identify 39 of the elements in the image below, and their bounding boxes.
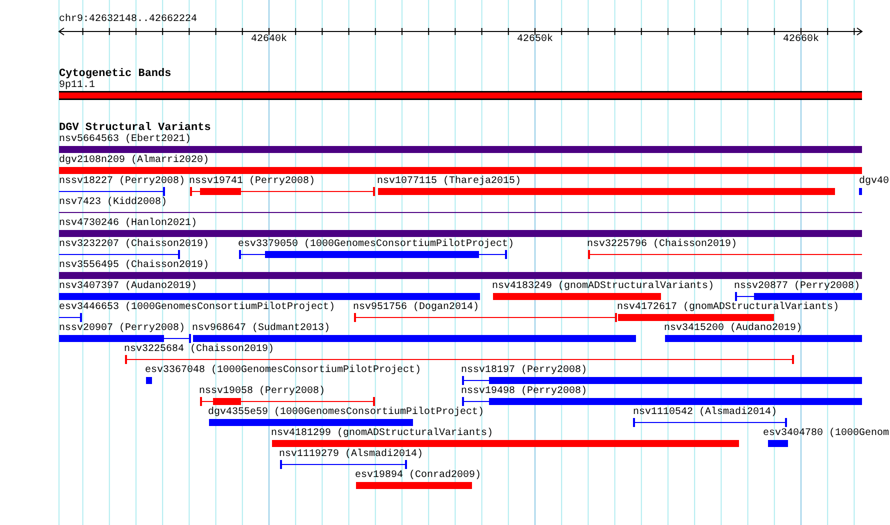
variant-label: nssv19498 (Perry2008) <box>461 386 588 397</box>
variant-label: nssv18227 (Perry2008) <box>59 176 186 187</box>
track-title: DGV Structural Variants <box>59 122 211 134</box>
variant-label: nsv1110542 (Alsmadi2014) <box>633 407 778 418</box>
variant-label: nsv968647 (Sudmant2013) <box>192 323 332 334</box>
variant-label: nsv3407397 (Audano2019) <box>59 281 198 292</box>
variant-label: 9p11.1 <box>59 80 96 91</box>
variant-label: dgv2108n209 (Almarri2020) <box>59 155 210 166</box>
variant-label: nsv3225796 (Chaisson2019) <box>587 239 738 250</box>
variant-label: nsv4181299 (gnomADStructuralVariants) <box>271 428 494 439</box>
variant-label: nsv3415200 (Audano2019) <box>664 323 804 334</box>
variant-label: nsv3556495 (Chaisson2019) <box>59 260 210 271</box>
variant-label: nssv19058 (Perry2008) <box>199 386 326 397</box>
variant-label: esv3367048 (1000GenomesConsortiumPilotProject) <box>145 365 422 376</box>
tick-label: 42650k <box>517 34 554 46</box>
variant-label: nsv4183249 (gnomADStructuralVariants) <box>492 281 714 292</box>
variant-label: esv3446653 (1000GenomesConsortiumPilotProject) <box>59 302 336 313</box>
variant-label: nsv951756 (Dogan2014) <box>353 302 480 313</box>
variant-label: nssv18197 (Perry2008) <box>461 365 588 376</box>
variant-label: dgv4355e59 (1000GenomesConsortiumPilotProject) <box>208 407 484 418</box>
variant-label: nsv4730246 (Hanlon2021) <box>59 218 198 229</box>
variant-label: nssv19741 (Perry2008) <box>189 176 316 187</box>
variant-label: nsv1119279 (Alsmadi2014) <box>279 449 424 460</box>
variant-label: dgv40 <box>859 176 890 187</box>
tick-label: 42660k <box>783 34 820 46</box>
variant-label: nsv1077115 (Thareja2015) <box>377 176 522 187</box>
variant-label: esv3404780 (1000Genom <box>763 428 890 439</box>
variant-label: nssv20907 (Perry2008) <box>59 323 186 334</box>
variant-label: nsv3232207 (Chaisson2019) <box>59 239 210 250</box>
variant-label: nsv7423 (Kidd2008) <box>59 197 168 208</box>
variant-label: nssv20877 (Perry2008) <box>734 281 862 292</box>
tick-label: 42640k <box>251 34 288 46</box>
variant-label: esv3379050 (1000GenomesConsortiumPilotProject) <box>238 239 514 250</box>
variant-label: nsv3225684 (Chaisson2019) <box>124 344 276 355</box>
track-title: Cytogenetic Bands <box>59 68 172 80</box>
variant-label: nsv5664563 (Ebert2021) <box>59 134 192 145</box>
variant-label: esv19894 (Conrad2009) <box>355 470 482 481</box>
ruler-label: chr9:42632148..42662224 <box>59 14 198 26</box>
variant-label: nsv4172617 (gnomADStructuralVariants) <box>617 302 840 313</box>
